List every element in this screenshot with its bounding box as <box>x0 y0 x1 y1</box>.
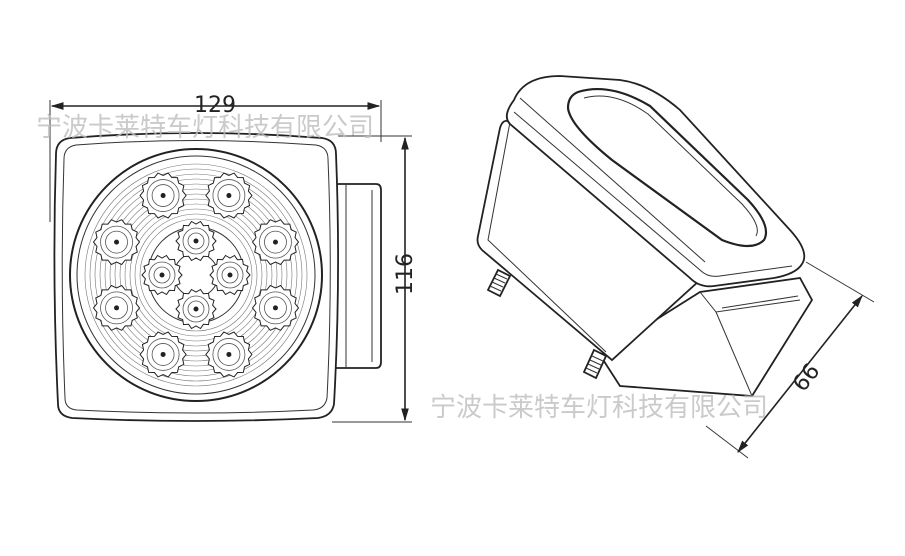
depth-dimension-label: 66 <box>788 359 825 396</box>
led-reflector <box>139 172 187 219</box>
main-body-side <box>476 119 702 362</box>
fresnel-ring <box>104 183 288 367</box>
front-view: 129 116 <box>49 93 418 423</box>
lens-outer-ring <box>69 148 323 402</box>
lens-fresnel-rings <box>84 163 308 387</box>
lamp-body-inner-edge <box>61 140 331 414</box>
watermark-bottom: 宁波卡莱特车灯科技有限公司 <box>430 393 768 423</box>
led-reflector <box>205 331 253 378</box>
fresnel-ring <box>89 168 303 382</box>
fresnel-ring <box>134 213 258 337</box>
fresnel-ring <box>124 203 268 347</box>
mounting-stud-1 <box>486 268 512 298</box>
fresnel-ring <box>84 163 308 387</box>
led-reflector <box>92 219 141 266</box>
led-array <box>92 172 300 378</box>
led-reflector <box>175 288 217 330</box>
fresnel-ring <box>119 198 273 352</box>
height-dimension-label: 116 <box>393 253 418 295</box>
width-dimension-label: 129 <box>194 93 236 118</box>
watermark-top: 宁波卡莱特车灯科技有限公司 <box>36 113 374 143</box>
led-reflector <box>141 254 183 296</box>
fresnel-ring <box>99 178 293 372</box>
led-reflector <box>251 284 300 331</box>
led-reflector <box>139 331 187 378</box>
fresnel-ring <box>139 218 253 332</box>
rear-housing <box>329 183 382 369</box>
led-reflector <box>205 172 253 219</box>
mounting-stud-2 <box>582 348 608 380</box>
lens-ring-2 <box>76 155 316 395</box>
lens-dome-side <box>566 88 768 248</box>
fresnel-ring <box>109 188 283 362</box>
fresnel-ring <box>94 173 298 377</box>
led-reflector <box>92 284 141 331</box>
height-dimension: 116 <box>332 135 418 423</box>
side-view: 66 <box>476 75 875 459</box>
width-dimension: 129 <box>49 93 382 222</box>
fresnel-ring <box>114 193 278 357</box>
led-reflector <box>175 220 217 262</box>
fresnel-ring <box>129 208 263 342</box>
led-reflector <box>209 254 251 296</box>
led-reflector <box>251 219 300 266</box>
